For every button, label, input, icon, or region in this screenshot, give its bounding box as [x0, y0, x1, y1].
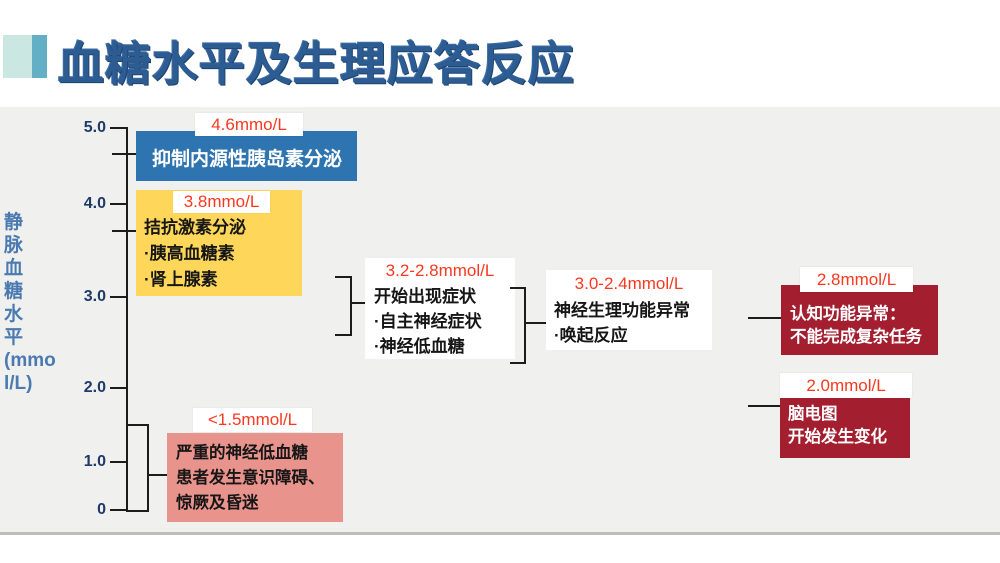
- low-range-bracket-bottom: [126, 510, 149, 512]
- low-range-bracket-vertical: [147, 424, 149, 512]
- y-axis-tick-label: 0: [97, 501, 106, 518]
- low-range-bracket-top: [126, 424, 149, 426]
- symptom-bracket-bottom: [335, 334, 352, 336]
- y-axis-tick: [110, 127, 127, 129]
- eeg-connector-line: [748, 405, 780, 407]
- y-axis-tick-label: 5.0: [83, 119, 106, 136]
- neuro-bracket-stem: [526, 322, 546, 324]
- y-axis-tick: [110, 509, 127, 511]
- neuro-bracket-top: [510, 287, 526, 289]
- neuro-bracket-bottom: [510, 362, 526, 364]
- y-axis-tick-label: 3.0: [83, 288, 106, 305]
- cognitive-connector-line: [748, 317, 781, 319]
- value-label-3-8: 3.8mmo/L: [173, 191, 270, 213]
- title-accent-bar-light: [3, 35, 32, 78]
- y-axis-tick: [110, 296, 127, 298]
- y-axis-tick-label: 1.0: [83, 453, 106, 470]
- level-text-severe: 严重的神经低血糖 患者发生意识障碍、 惊厥及昏迷: [176, 444, 325, 512]
- level-text-insulin-suppression: 抑制内源性胰岛素分泌: [152, 149, 343, 170]
- low-range-bracket-stem: [149, 474, 167, 476]
- level-box-insulin-suppression: [136, 131, 357, 181]
- symptom-bracket-stem: [352, 302, 365, 304]
- value-label-3-0-2-4: 3.0-2.4mmol/L: [556, 274, 702, 294]
- level-text-eeg: 脑电图 开始发生变化: [788, 405, 887, 446]
- y-axis-title: 静 脉 血 糖 水 平 (mmo l/L): [4, 212, 56, 394]
- slide-title: 血糖水平及生理应答反应: [58, 38, 575, 90]
- level-text-counter-hormones: 拮抗激素分泌 ·胰高血糖素 ·肾上腺素: [144, 218, 246, 289]
- y-axis-tick-label: 4.0: [83, 195, 106, 212]
- value-label-2-8: 2.8mmol/L: [800, 267, 913, 292]
- y-axis-tick-3-8: [112, 230, 136, 232]
- value-label-4-6: 4.6mmo/L: [195, 113, 303, 136]
- y-axis-line: [126, 127, 128, 511]
- level-box-cognitive: [781, 285, 938, 355]
- y-axis-tick: [110, 203, 127, 205]
- y-axis-tick: [110, 461, 127, 463]
- level-text-cognitive: 认知功能异常： 不能完成复杂任务: [790, 305, 922, 346]
- level-text-symptom-onset: 开始出现症状 ·自主神经症状 ·神经低血糖: [374, 287, 482, 356]
- level-box-eeg: [780, 398, 910, 458]
- title-accent-bar-dark: [32, 35, 47, 78]
- symptom-bracket-vertical: [350, 276, 352, 336]
- level-box-severe: [167, 433, 343, 522]
- value-label-3-2-2-8: 3.2-2.8mmol/L: [372, 261, 508, 281]
- level-text-neurophysiological: 神经生理功能异常 ·唤起反应: [554, 301, 690, 345]
- value-label-lt-1-5: <1.5mmol/L: [193, 408, 312, 432]
- value-label-2-0: 2.0mmol/L: [780, 373, 912, 398]
- y-axis-tick-4-6: [112, 153, 136, 155]
- y-axis-tick-label: 2.0: [83, 379, 106, 396]
- y-axis-tick: [110, 387, 127, 389]
- neuro-bracket-vertical: [524, 287, 526, 364]
- symptom-bracket-top: [335, 276, 352, 278]
